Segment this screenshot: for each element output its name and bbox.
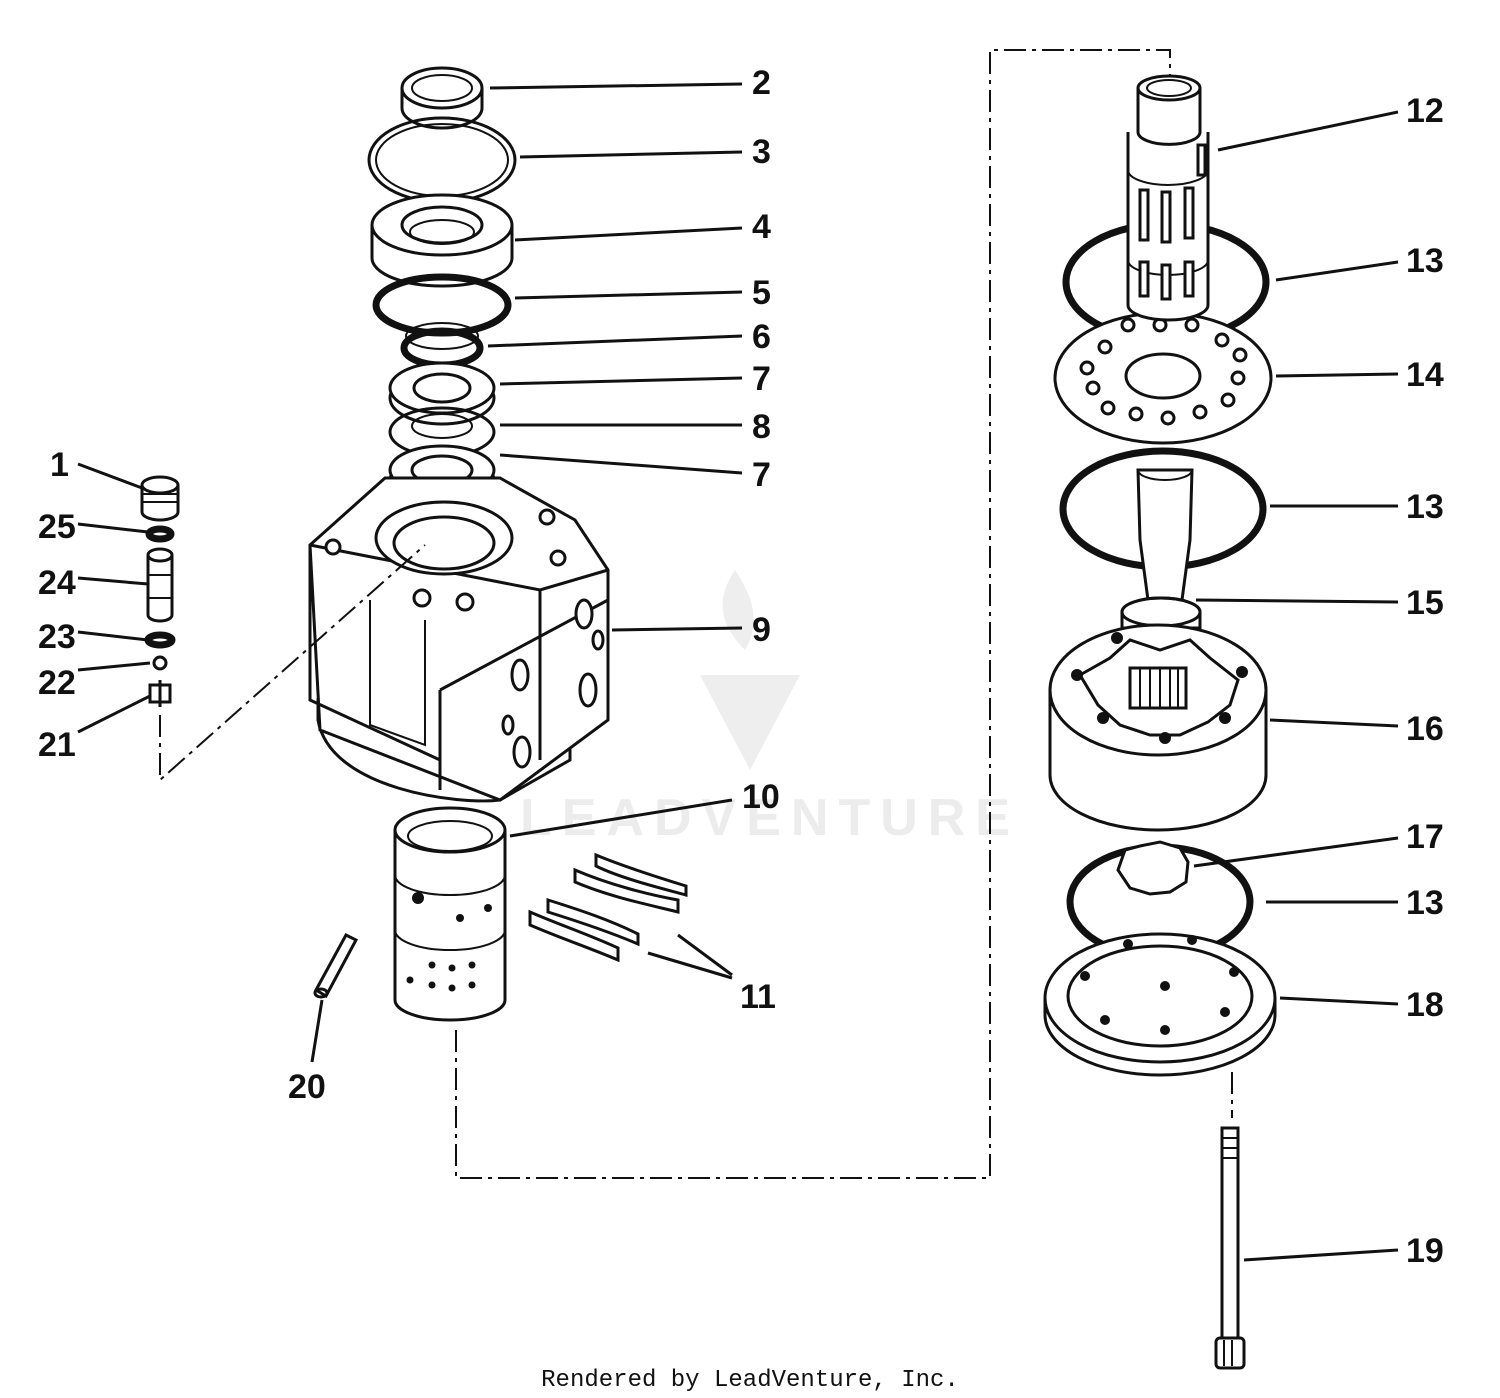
callout-16: 16 [1406,710,1444,748]
callout-5: 5 [752,274,771,312]
part-25-o-ring[interactable] [145,525,175,543]
callout-3: 3 [752,133,771,171]
callout-23: 23 [38,618,76,656]
part-12-input-shaft[interactable] [1126,74,1210,322]
callout-9: 9 [752,611,771,649]
part-20-pin[interactable] [313,933,359,999]
callout-21: 21 [38,726,76,764]
callout-labels: 2 3 4 5 6 7 8 7 9 10 11 12 13 14 13 15 1… [38,64,1444,1270]
part-2-dust-seal[interactable] [400,66,484,130]
callout-25: 25 [38,508,76,546]
callout-13-upper: 13 [1406,242,1444,280]
part-3-o-ring[interactable] [367,116,517,204]
part-21-spring-seat[interactable] [148,680,172,707]
callout-1: 1 [50,446,69,484]
callout-11: 11 [740,978,776,1016]
callout-7-bottom: 7 [752,456,771,494]
part-4-retainer[interactable] [370,193,514,288]
part-10-spool-sleeve[interactable] [393,806,507,1022]
watermark-text: LEADVENTURE [520,789,1020,847]
part-19-cap-screw[interactable] [1214,1126,1246,1370]
callout-15: 15 [1406,584,1444,622]
callout-13-middle: 13 [1406,488,1444,526]
part-17-spacer[interactable] [1116,840,1190,896]
callout-18: 18 [1406,986,1444,1024]
callout-24: 24 [38,564,76,602]
footer-credit: Rendered by LeadVenture, Inc. [541,1367,959,1394]
callout-17: 17 [1406,818,1444,856]
callout-6: 6 [752,318,771,356]
callout-10: 10 [742,778,780,816]
part-24-valve-body[interactable] [146,547,174,623]
center-lines [159,49,1233,1179]
part-15-drive-link[interactable] [1120,468,1202,630]
part-23-o-ring[interactable] [144,631,176,649]
callout-8: 8 [752,408,771,446]
callout-12: 12 [1406,92,1444,130]
callout-2: 2 [752,64,771,102]
callout-14: 14 [1406,356,1444,394]
watermark: LEADVENTURE [520,570,1020,847]
part-11-centering-springs[interactable] [528,852,688,963]
part-9-housing[interactable] [308,476,610,803]
part-22-ball[interactable] [152,655,168,671]
callout-7-top: 7 [752,360,771,398]
leader-lines [77,82,1399,1262]
part-1-plug[interactable] [140,475,180,522]
callout-20: 20 [288,1068,326,1106]
callout-13-lower: 13 [1406,884,1444,922]
callout-19: 19 [1406,1232,1444,1270]
part-16-gerotor[interactable] [1048,623,1268,832]
part-14-wear-plate[interactable] [1053,311,1273,445]
callout-4: 4 [752,208,771,246]
part-18-end-cap[interactable] [1043,932,1277,1077]
callout-22: 22 [38,664,76,702]
